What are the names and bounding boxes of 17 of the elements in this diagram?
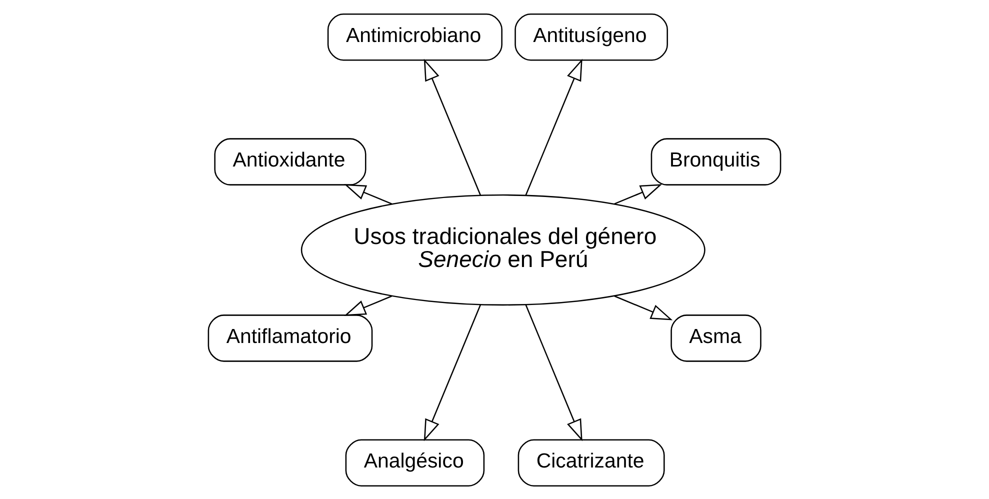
node-box: Antiflamatorio: [208, 314, 373, 362]
node-box: Antimicrobiano: [327, 12, 502, 60]
node-box: Analgésico: [345, 438, 485, 486]
arrow: [525, 58, 582, 195]
arrow: [424, 304, 482, 441]
arrow: [614, 295, 673, 320]
arrow: [525, 304, 582, 441]
node-box: Cicatrizante: [518, 438, 665, 486]
node-ellipse: Usos tradicionales del género Senecio en Perú: [300, 194, 706, 306]
node-box: Asma: [670, 314, 762, 362]
arrow: [424, 58, 482, 195]
arrow: [344, 295, 392, 316]
arrow: [614, 184, 662, 204]
node-box: Antitusígeno: [514, 12, 668, 60]
node-box: Antioxidante: [214, 138, 366, 185]
node-box: Bronquitis: [650, 138, 782, 185]
arrow: [344, 184, 392, 204]
